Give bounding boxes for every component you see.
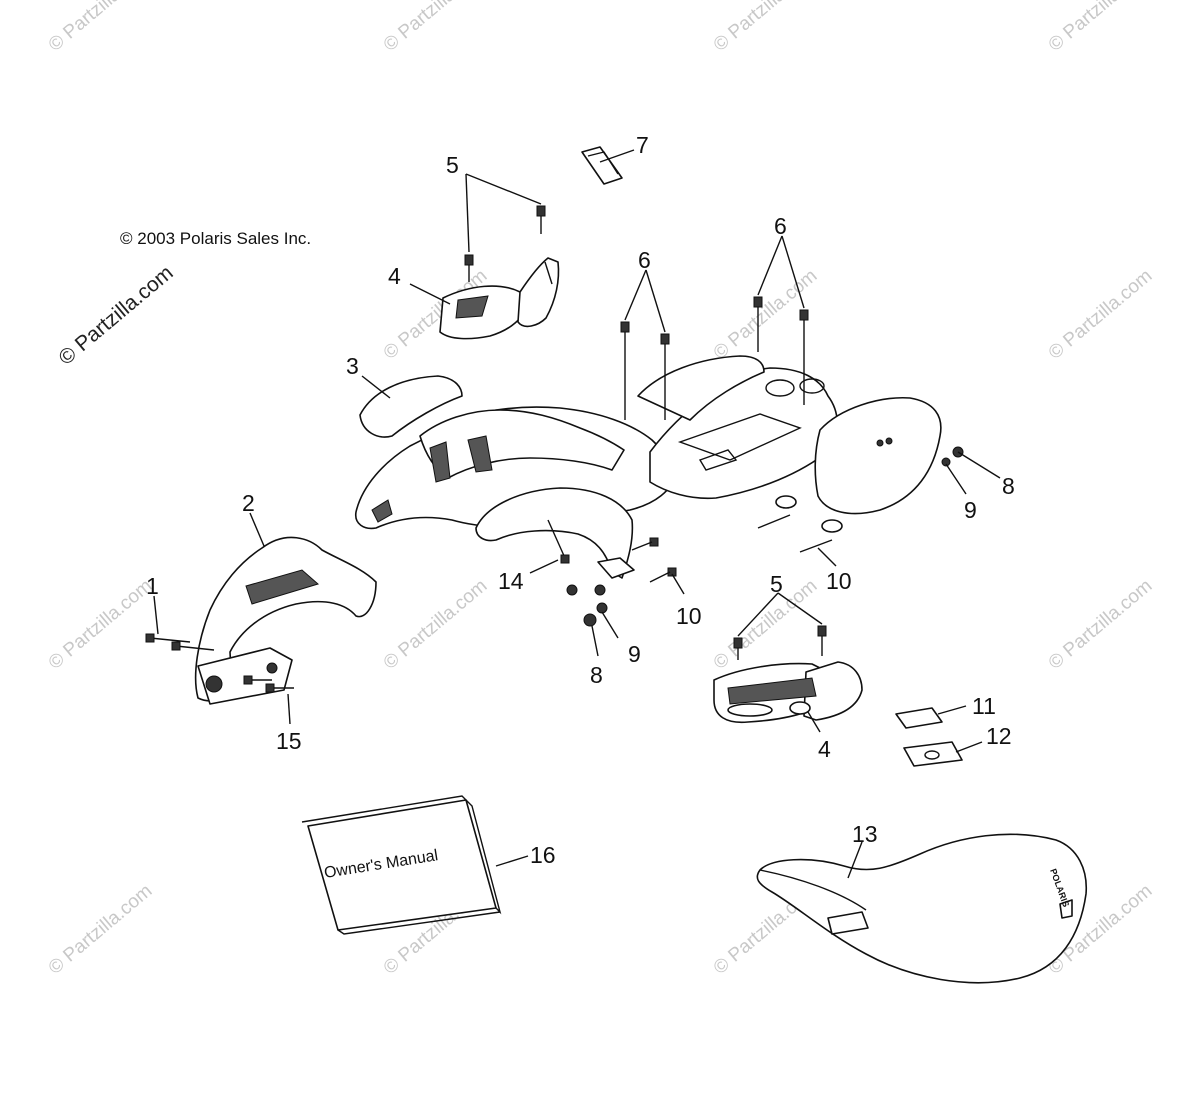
part-5-screws-lower — [733, 625, 827, 660]
callout-1: 1 — [146, 573, 159, 599]
part-11-decal — [895, 707, 943, 729]
callout-14: 14 — [498, 568, 524, 594]
watermark: © Partzilla.com — [380, 0, 492, 56]
part-16-owners-manual: Owner's Manual — [301, 795, 502, 935]
callout-6: 6 — [638, 247, 651, 273]
callout-15: 15 — [276, 728, 302, 754]
watermark: © Partzilla.com — [45, 0, 157, 56]
callout-2: 2 — [242, 490, 255, 516]
callout-6: 6 — [774, 213, 787, 239]
callout-8: 8 — [1002, 473, 1015, 499]
watermark: © Partzilla.com — [380, 575, 492, 673]
callout-7: 7 — [636, 132, 649, 158]
part-4-side-panel-lower — [713, 661, 863, 724]
callout-12: 12 — [986, 723, 1012, 749]
part-1-and-15-screws — [145, 633, 294, 693]
part-3-main-body — [354, 355, 942, 579]
callout-9: 9 — [964, 497, 977, 523]
watermark: © Partzilla.com — [45, 575, 157, 673]
part-4-side-panel-upper — [439, 257, 560, 340]
copyright-text: © 2003 Polaris Sales Inc. — [120, 229, 311, 248]
callout-5: 5 — [446, 152, 459, 178]
watermark: © Partzilla.com — [1045, 0, 1157, 56]
part-6-screws — [620, 296, 809, 420]
part-5-screws-upper — [464, 205, 546, 282]
part-7-tag — [581, 146, 623, 185]
part-2-front-bumper — [194, 536, 377, 705]
watermark: © Partzilla.com — [1045, 575, 1157, 673]
watermark: © Partzilla.com — [1045, 265, 1157, 363]
callout-11: 11 — [972, 693, 996, 719]
callout-9: 9 — [628, 641, 641, 667]
watermark: © Partzilla.com — [45, 880, 157, 978]
callout-4: 4 — [388, 263, 401, 289]
callout-10: 10 — [826, 568, 852, 594]
callout-3: 3 — [346, 353, 359, 379]
callout-5: 5 — [770, 571, 783, 597]
callout-numbers: 5 7 4 6 6 3 2 1 15 8 9 10 14 10 9 8 5 4 … — [146, 132, 1015, 868]
callout-8: 8 — [590, 662, 603, 688]
part-13-seat: POLARIS — [756, 833, 1088, 984]
watermark: © Partzilla.com — [710, 0, 822, 56]
side-watermark: © Partzilla.com — [54, 261, 177, 370]
watermark: © Partzilla.com — [710, 575, 822, 673]
leader-lines — [153, 149, 1001, 879]
hardware-fasteners — [547, 446, 964, 627]
part-12-plate — [903, 741, 963, 767]
callout-16: 16 — [530, 842, 556, 868]
callout-10: 10 — [676, 603, 702, 629]
callout-4: 4 — [818, 736, 831, 762]
callout-13: 13 — [852, 821, 878, 847]
